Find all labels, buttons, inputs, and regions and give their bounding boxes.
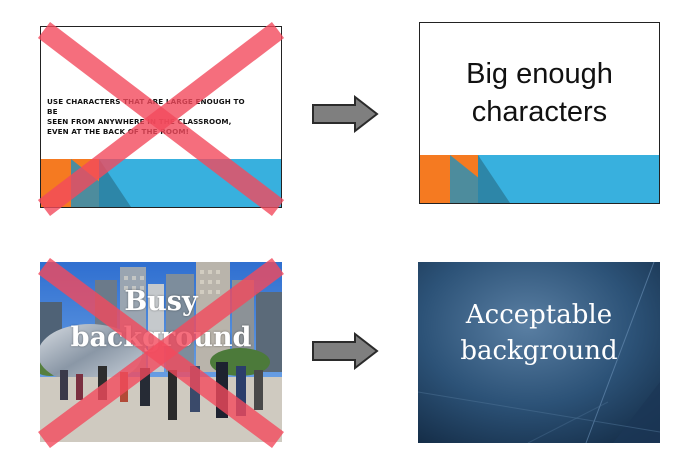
acceptable-text-line-2: background — [460, 336, 618, 366]
slide-footer-triangle — [450, 155, 510, 203]
big-text-line-2: characters — [471, 96, 608, 128]
acceptable-text-block: Acceptable background — [418, 297, 660, 369]
busy-text-line-2: background — [70, 322, 252, 353]
slide-busy-background-bad: Busy background — [40, 262, 282, 442]
dark-blue-gradient-background — [418, 262, 660, 443]
small-text-line-2: SEEN FROM ANYWHERE IN THE CLASSROOM, — [47, 117, 232, 126]
busy-text-line-1: Busy — [124, 286, 198, 317]
big-text-block: Big enough characters — [420, 55, 659, 131]
right-arrow-icon — [312, 95, 379, 133]
small-text-line-1: USE CHARACTERS THAT ARE LARGE ENOUGH TO … — [47, 97, 245, 116]
slide-acceptable-background-good: Acceptable background — [418, 262, 660, 443]
slide-footer-triangle — [71, 159, 131, 207]
slide-small-text-bad: USE CHARACTERS THAT ARE LARGE ENOUGH TO … — [40, 26, 282, 208]
acceptable-text-line-1: Acceptable — [465, 300, 613, 330]
right-arrow-icon — [312, 332, 379, 370]
small-text-block: USE CHARACTERS THAT ARE LARGE ENOUGH TO … — [47, 97, 247, 137]
big-text-line-1: Big enough — [466, 58, 613, 90]
slide-big-text-good: Big enough characters — [419, 22, 660, 204]
busy-text-block: Busy background — [40, 284, 282, 356]
small-text-line-3: EVEN AT THE BACK OF THE ROOM! — [47, 127, 189, 136]
